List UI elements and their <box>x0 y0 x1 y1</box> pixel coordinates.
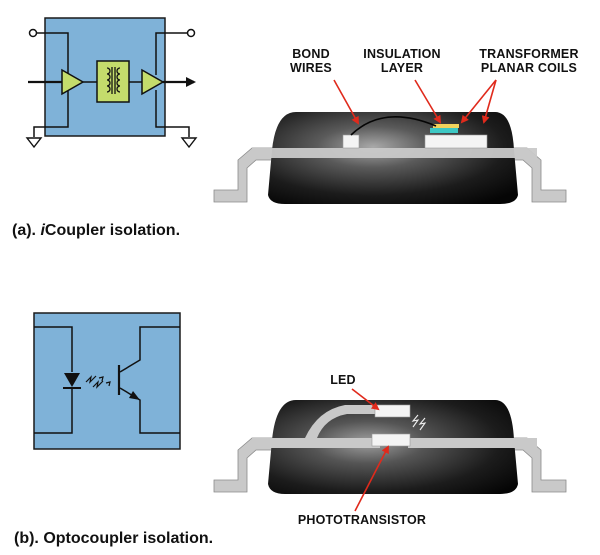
callout-wires-label: WIRES <box>290 61 332 75</box>
optocoupler-caption: (b). Optocoupler isolation. <box>14 530 213 547</box>
emitter-arrow-icon <box>129 391 140 400</box>
transformer-box <box>96 60 130 103</box>
left-die <box>342 134 360 149</box>
insulation-arrow <box>414 79 442 124</box>
coils-arrow-1 <box>460 79 497 124</box>
led-cathode-rail <box>34 388 73 434</box>
callout-led-label: LED <box>330 373 356 387</box>
output-ground-symbol <box>180 137 198 149</box>
icoupler-callouts: BOND WIRES INSULATION LAYER TRANSFORMER … <box>290 47 579 125</box>
output-supply-rail <box>155 32 187 75</box>
callout-insulation-label: INSULATION <box>363 47 440 61</box>
callout-planar-coils-label: PLANAR COILS <box>481 61 577 75</box>
optocoupler-package-body <box>268 400 518 494</box>
led-lead-frame <box>305 405 380 438</box>
callout-phototransistor-label: PHOTOTRANSISTOR <box>298 513 426 527</box>
input-ground-rail <box>33 90 69 137</box>
optocoupler-schematic <box>33 312 181 450</box>
light-emission-icon <box>85 375 111 389</box>
optocoupler-schematic-box <box>33 312 181 450</box>
callout-transformer-label: TRANSFORMER <box>479 47 578 61</box>
bond-wires-arrow <box>333 79 359 125</box>
led-diode-icon <box>63 373 81 389</box>
internal-lead-frame <box>252 148 537 158</box>
output-ground-rail <box>155 90 190 137</box>
emitter-rail <box>119 387 180 434</box>
phototransistor-lead-frame <box>252 438 380 448</box>
input-supply-terminal <box>28 28 38 38</box>
led-die <box>374 404 411 418</box>
input-buffer <box>61 68 85 96</box>
right-die <box>424 134 488 149</box>
phototransistor-arrow <box>354 445 389 512</box>
planar-coils <box>433 124 459 128</box>
light-emission-icon-package <box>411 414 427 431</box>
input-supply-rail <box>37 32 69 75</box>
led-arrow <box>351 388 380 411</box>
transformer-coil-icon <box>106 67 121 94</box>
collector-rail <box>119 326 180 373</box>
phototransistor-die <box>371 433 411 447</box>
insulation-layer <box>430 128 458 133</box>
led-anode-rail <box>34 326 73 372</box>
input-ground-symbol <box>25 137 43 149</box>
callout-layer-label: LAYER <box>381 61 423 75</box>
icoupler-schematic <box>25 17 198 149</box>
callout-bond-label: BOND <box>292 47 330 61</box>
bond-wire <box>350 116 437 136</box>
output-buffer <box>141 68 165 96</box>
icoupler-caption: (a). iCoupler isolation. <box>12 222 180 239</box>
output-supply-terminal <box>186 28 196 38</box>
optocoupler-callouts: LED PHOTOTRANSISTOR <box>298 373 426 527</box>
right-lead-frame <box>408 438 537 448</box>
optocoupler-package <box>213 400 567 494</box>
icoupler-package <box>213 112 567 204</box>
coils-arrow-2 <box>481 79 497 124</box>
